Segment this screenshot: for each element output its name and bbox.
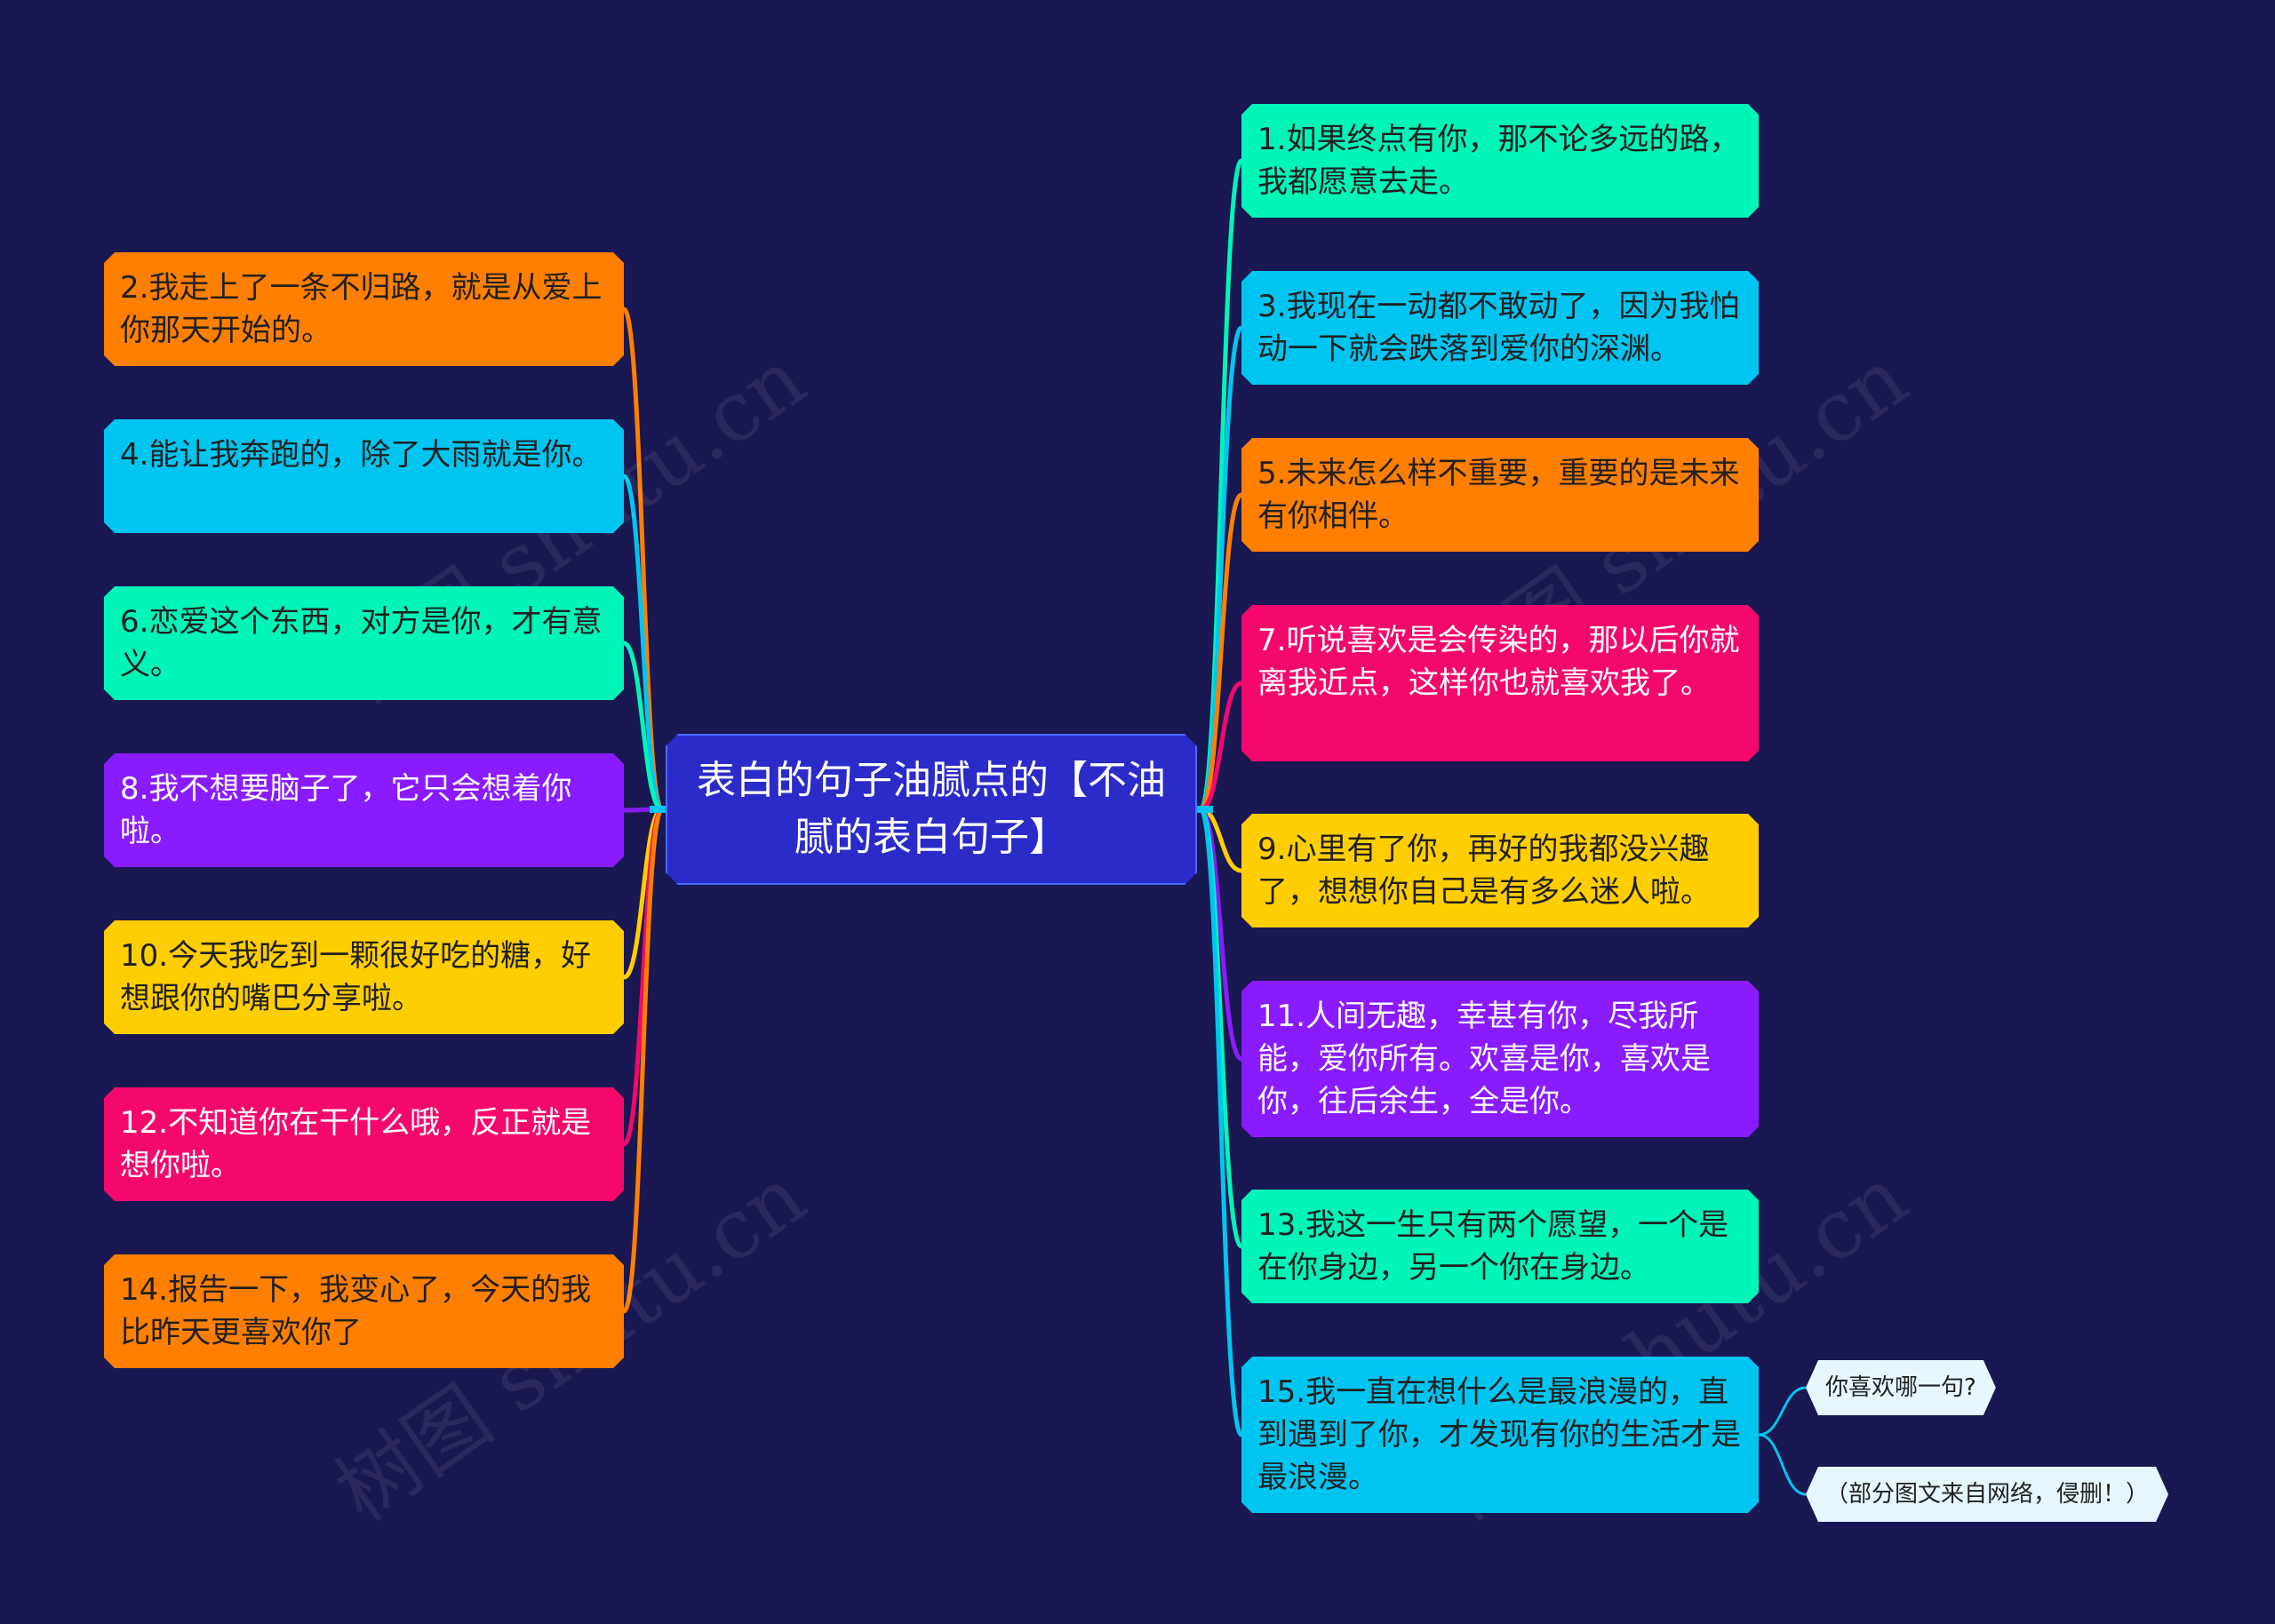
right-branch-node[interactable]: 5.未来怎么样不重要，重要的是未来有你相伴。 xyxy=(1241,438,1759,552)
left-branch-node[interactable]: 14.报告一下，我变心了，今天的我比昨天更喜欢你了 xyxy=(104,1254,624,1368)
connector-left xyxy=(621,807,665,1314)
right-branch-node[interactable]: 13.我这一生只有两个愿望，一个是在你身边，另一个你在身边。 xyxy=(1241,1190,1759,1303)
connector-left xyxy=(622,641,664,812)
connector-right xyxy=(1200,681,1242,812)
sub-node[interactable]: 你喜欢哪一句? xyxy=(1806,1360,1996,1415)
right-branch-node[interactable]: 3.我现在一动都不敢动了，因为我怕动一下就会跌落到爱你的深渊。 xyxy=(1241,271,1759,385)
connector-sub xyxy=(1758,1433,1807,1496)
connector-sub xyxy=(1758,1386,1807,1437)
right-branch-node[interactable]: 9.心里有了你，再好的我都没兴趣了，想想你自己是有多么迷人啦。 xyxy=(1241,814,1759,927)
right-branch-node[interactable]: 7.听说喜欢是会传染的，那以后你就离我近点，这样你也就喜欢我了。 xyxy=(1241,605,1759,761)
left-branch-node[interactable]: 6.恋爱这个东西，对方是你，才有意义。 xyxy=(104,586,624,700)
right-branch-node[interactable]: 11.人间无趣，幸甚有你，尽我所能，爱你所有。欢喜是你，喜欢是你，往后余生，全是… xyxy=(1241,981,1759,1137)
left-branch-node[interactable]: 4.能让我奔跑的，除了大雨就是你。 xyxy=(104,419,624,533)
sub-node[interactable]: （部分图文来自网络，侵删！） xyxy=(1806,1467,2168,1522)
left-branch-node[interactable]: 8.我不想要脑子了，它只会想着你啦。 xyxy=(104,753,624,867)
right-branch-node[interactable]: 15.我一直在想什么是最浪漫的，直到遇到了你，才发现有你的生活才是最浪漫。 xyxy=(1241,1357,1759,1513)
left-branch-node[interactable]: 10.今天我吃到一颗很好吃的糖，好想跟你的嘴巴分享啦。 xyxy=(104,920,624,1034)
right-branch-node[interactable]: 1.如果终点有你，那不论多远的路，我都愿意去走。 xyxy=(1241,104,1759,218)
root-topic[interactable]: 表白的句子油腻点的【不油腻的表白句子】 xyxy=(666,734,1197,885)
connector-left xyxy=(621,474,665,812)
connector-right xyxy=(1198,492,1244,812)
connector-right xyxy=(1198,807,1244,1437)
left-branch-node[interactable]: 2.我走上了一条不归路，就是从爱上你那天开始的。 xyxy=(104,252,624,366)
connector-right xyxy=(1198,158,1244,812)
left-branch-node[interactable]: 12.不知道你在干什么哦，反正就是想你啦。 xyxy=(104,1087,624,1201)
